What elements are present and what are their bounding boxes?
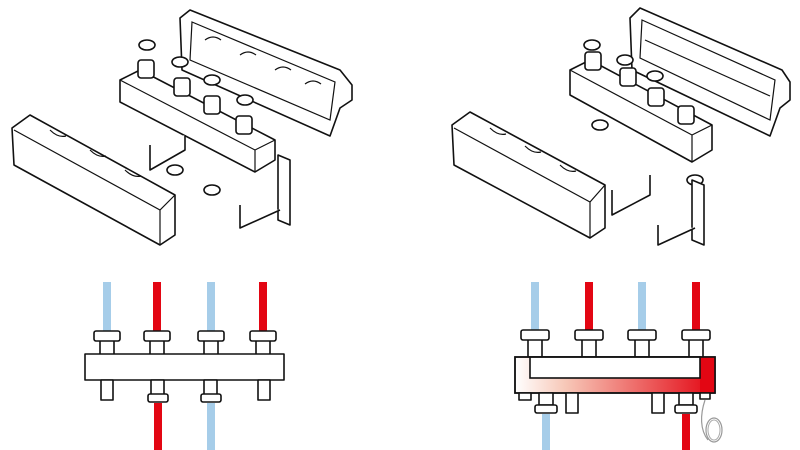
exploded-view-left [11, 9, 353, 246]
insulation-shell-back [179, 9, 353, 137]
hot-pipe [153, 282, 161, 332]
hot-pipe [682, 414, 690, 450]
insulation-shell-front [451, 111, 606, 239]
hot-pipe [259, 282, 267, 332]
cold-pipe [103, 282, 111, 332]
hot-pipe [154, 403, 162, 450]
fittings [584, 51, 695, 125]
cold-pipe [207, 282, 215, 332]
bottom-fittings [518, 392, 711, 414]
cold-pipe [531, 282, 539, 332]
wall-brackets [611, 175, 705, 246]
hot-pipe [585, 282, 593, 332]
cold-pipe [207, 403, 215, 450]
schematic-separator-manifold [514, 282, 723, 450]
fittings [137, 59, 253, 135]
wall-brackets [149, 135, 291, 229]
hot-pipe [692, 282, 700, 332]
insulation-shell-back [629, 7, 791, 137]
bottom-fittings [100, 379, 271, 403]
schematic-standard-manifold [84, 282, 285, 450]
seal-rings [138, 39, 254, 196]
top-fittings [520, 329, 711, 359]
insulation-shell-front [11, 114, 176, 246]
manifold-body [514, 356, 716, 394]
top-fittings [93, 330, 277, 356]
exploded-view-right [451, 7, 791, 246]
manifold-body [84, 353, 285, 381]
cold-pipe [542, 414, 550, 450]
temperature-sensor-cable-icon [701, 399, 723, 443]
cold-pipe [638, 282, 646, 332]
